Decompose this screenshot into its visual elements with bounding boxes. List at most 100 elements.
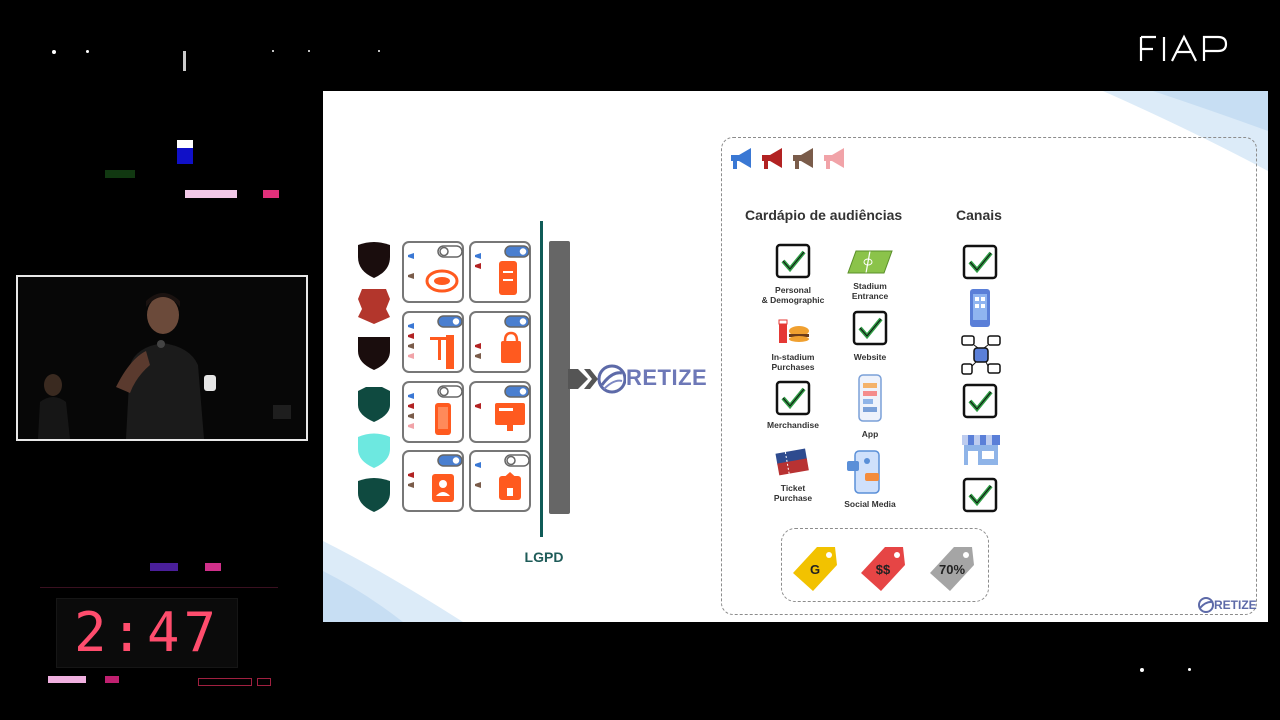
glitch-pixel (105, 676, 119, 683)
data-source-card (402, 311, 464, 373)
data-source-card (402, 450, 464, 512)
price-tag-label: $$ (875, 562, 891, 577)
toggle-on-icon (437, 315, 463, 328)
toggle-off-icon (504, 454, 530, 467)
glitch-frame (257, 678, 271, 686)
social-media-icon (847, 450, 880, 494)
shield-icon (358, 242, 390, 278)
megaphone-icon (408, 253, 414, 259)
monitor-icon (495, 403, 525, 431)
check-icon (962, 383, 998, 419)
channels-heading: Canais (956, 207, 1002, 223)
audience-label-ticket: Ticket Purchase (773, 483, 813, 503)
megaphone-icon (408, 323, 414, 359)
audience-label-social-media: Social Media (844, 499, 896, 509)
lgpd-label: LGPD (524, 549, 564, 565)
smartphone-icon (970, 289, 990, 327)
toggle-off-icon (437, 385, 463, 398)
price-tag-icon (861, 547, 905, 591)
data-source-card (469, 311, 531, 373)
smartphone-icon (435, 403, 451, 435)
toggle-on-icon (504, 245, 530, 258)
audience-label-personal: Personal & Demographic (761, 285, 825, 305)
check-icon (962, 477, 998, 513)
glitch-pixel (185, 190, 237, 198)
decor-dot (52, 50, 56, 54)
toggle-on-icon (437, 454, 463, 467)
audience-heading: Cardápio de audiências (745, 207, 903, 223)
phone-app-icon (858, 374, 882, 422)
glitch-pixel (177, 140, 193, 148)
speaker-video (16, 275, 308, 441)
check-icon (775, 243, 811, 279)
ticket-icon (775, 448, 809, 476)
decor-dot (1188, 668, 1191, 671)
stadium-icon (425, 269, 459, 293)
check-icon (775, 380, 811, 416)
presentation-slide: LGPD RETIZE Cardápio de audiências Canai… (323, 91, 1268, 622)
megaphone-row (731, 148, 844, 169)
data-source-card (469, 381, 531, 443)
megaphone-icon (408, 393, 414, 429)
audience-label-website: Website (853, 352, 887, 362)
timer-value: 2:47 (73, 601, 221, 664)
shield-icon (358, 478, 390, 512)
retize-globe-icon (1198, 597, 1214, 613)
data-source-card (402, 381, 464, 443)
price-tag-icon (930, 547, 974, 591)
glitch-pixel (263, 190, 279, 198)
data-pipe-bar (549, 241, 570, 514)
chevron-arrow-icon (568, 364, 627, 394)
shield-icon (358, 337, 390, 370)
megaphone-icon (762, 148, 782, 169)
price-tag-panel (781, 528, 989, 602)
fiap-logo-mark (1139, 34, 1228, 62)
profile-icon (432, 474, 454, 502)
glitch-pixel (105, 170, 135, 178)
data-source-card (469, 241, 531, 303)
turnstile-icon (430, 335, 454, 369)
megaphone-icon (475, 462, 481, 488)
retize-logo-text: RETIZE (626, 365, 708, 390)
store-icon (499, 472, 521, 500)
glitch-pixel (150, 563, 178, 571)
audience-label-merchandise: Merchandise (767, 420, 819, 430)
decor-dot (1140, 668, 1144, 672)
price-tag-label: 70% (938, 562, 966, 577)
audience-label-in-stadium: In-stadium Purchases (771, 352, 815, 372)
data-source-card (402, 241, 464, 303)
stadium-field-icon (847, 250, 893, 274)
retize-globe-icon (597, 364, 627, 394)
shopping-bag-icon (501, 331, 521, 363)
megaphone-icon (475, 403, 481, 409)
countdown-timer: 2:47 (56, 598, 238, 668)
shield-icon (358, 289, 390, 324)
toggle-on-icon (504, 385, 530, 398)
retize-logo: RETIZE (566, 359, 716, 399)
decor-dot (308, 50, 310, 52)
shield-icon (358, 433, 390, 468)
food-icon (778, 319, 809, 343)
megaphone-icon (731, 148, 751, 169)
decor-line (40, 587, 278, 588)
price-tag-label: G (809, 562, 821, 577)
megaphone-icon (475, 253, 481, 269)
check-icon (962, 244, 998, 280)
ticket-icon (499, 261, 517, 295)
decor-dot (378, 50, 380, 52)
glitch-frame (198, 678, 252, 686)
store-icon (962, 435, 1000, 465)
megaphone-icon (408, 273, 414, 279)
audience-label-stadium-entrance: Stadium Entrance (851, 281, 889, 301)
lgpd-divider (540, 221, 543, 537)
wave-decoration (323, 91, 1268, 622)
audience-label-app: App (861, 429, 879, 439)
retize-logo-small-text: RETIZE (1214, 598, 1257, 612)
glitch-pixel (205, 563, 221, 571)
decor-bar (183, 51, 186, 71)
shield-icon (358, 387, 390, 422)
toggle-on-icon (504, 315, 530, 328)
megaphone-icon (824, 148, 844, 169)
glitch-pixel (177, 148, 193, 164)
retize-logo-small: RETIZE (1197, 595, 1265, 617)
